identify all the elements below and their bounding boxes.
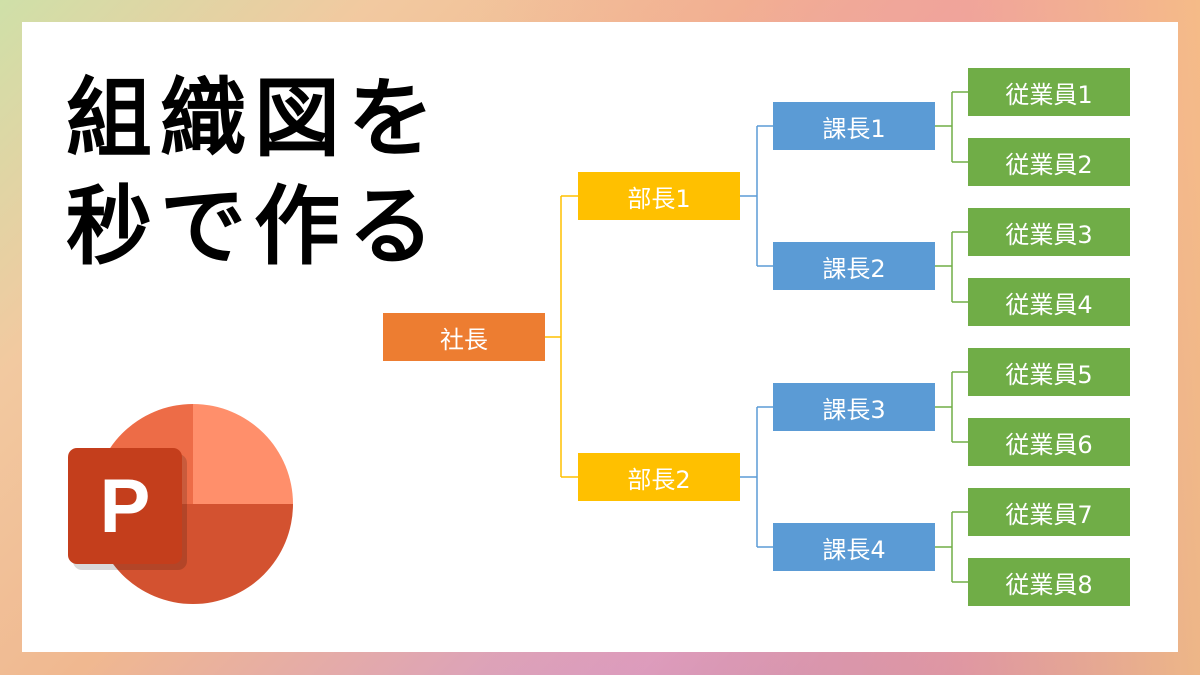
org-box-employee-5[interactable]: 従業員5	[968, 348, 1130, 396]
org-box-employee-4[interactable]: 従業員4	[968, 278, 1130, 326]
org-box-chief-2[interactable]: 課長2	[773, 242, 935, 290]
org-box-employee-6[interactable]: 従業員6	[968, 418, 1130, 466]
org-box-chief-1[interactable]: 課長1	[773, 102, 935, 150]
org-box-employee-2[interactable]: 従業員2	[968, 138, 1130, 186]
org-box-chief-3[interactable]: 課長3	[773, 383, 935, 431]
org-box-employee-8[interactable]: 従業員8	[968, 558, 1130, 606]
org-box-manager-2[interactable]: 部長2	[578, 453, 740, 501]
title-line-2: 秒で作る	[66, 177, 442, 277]
org-box-employee-7[interactable]: 従業員7	[968, 488, 1130, 536]
org-box-employee-3[interactable]: 従業員3	[968, 208, 1130, 256]
org-box-employee-1[interactable]: 従業員1	[968, 68, 1130, 116]
org-box-president[interactable]: 社長	[383, 313, 545, 361]
org-box-manager-1[interactable]: 部長1	[578, 172, 740, 220]
title-line-1: 組織図を	[66, 69, 442, 169]
logo-letter: P	[100, 464, 151, 549]
org-box-chief-4[interactable]: 課長4	[773, 523, 935, 571]
powerpoint-logo-icon: P	[68, 404, 293, 604]
